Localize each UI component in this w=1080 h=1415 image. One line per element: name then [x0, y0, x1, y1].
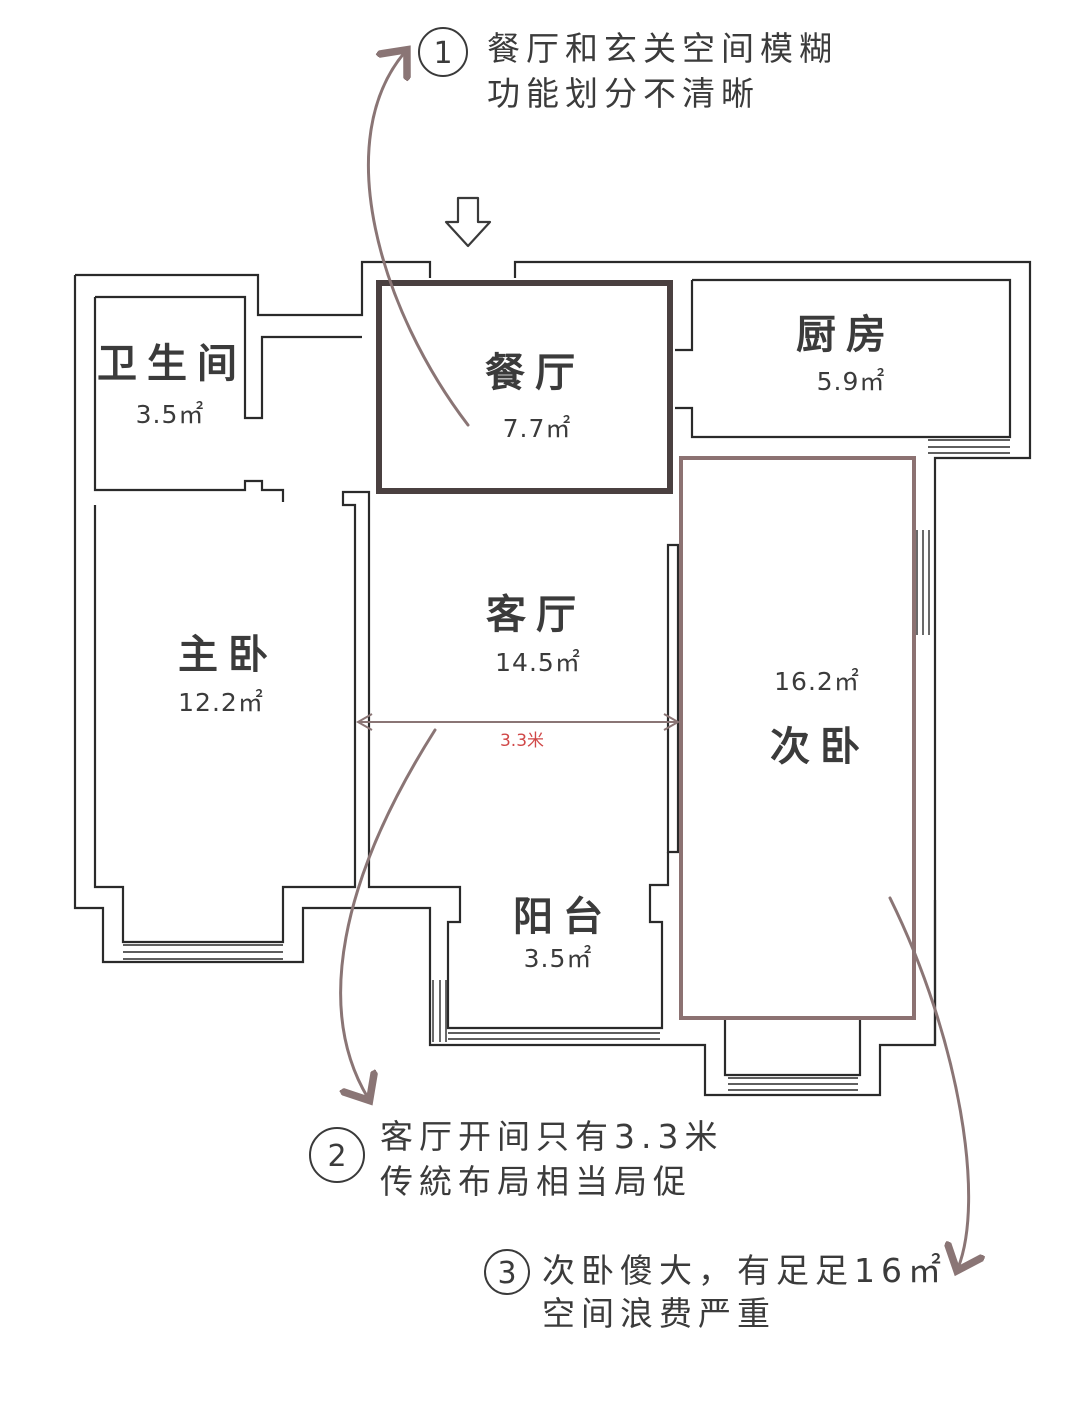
master-name: 主卧	[178, 632, 278, 678]
room-labels: 卫生间 3.5㎡ 餐厅 7.7㎡ 厨房 5.9㎡ 客厅 14.5㎡ 主卧 12.…	[97, 312, 896, 973]
living-right-wall	[666, 543, 680, 854]
kitchen-name: 厨房	[796, 312, 896, 358]
second-bay	[723, 1020, 862, 1077]
annotation-2-line1: 客厅开间只有3.3米	[380, 1117, 723, 1156]
bathroom-area: 3.5㎡	[136, 400, 205, 429]
kitchen-window	[928, 439, 1010, 454]
bathroom-name: 卫生间	[97, 341, 247, 387]
entrance-arrow-icon	[444, 196, 492, 248]
side-window	[916, 530, 930, 635]
annotation-2-line2: 传統布局相当局促	[380, 1162, 692, 1201]
walls	[73, 260, 1032, 1097]
kitchen-area: 5.9㎡	[817, 367, 886, 396]
dimension-label: 3.3米	[500, 731, 544, 751]
balcony-window	[432, 980, 660, 1042]
living-area: 14.5㎡	[495, 648, 581, 677]
dining-name: 餐厅	[485, 350, 585, 396]
dimension-line	[355, 713, 681, 731]
inner-wall-left	[93, 295, 371, 944]
annotation-3-line2: 空间浪费严重	[542, 1294, 776, 1333]
master-area: 12.2㎡	[178, 688, 264, 717]
balcony-wall	[362, 852, 937, 1097]
annotation-2-number: 2	[327, 1139, 346, 1174]
kitchen-wall	[513, 260, 1032, 520]
second-area: 16.2㎡	[774, 667, 860, 696]
annotation-arrow-1	[366, 52, 470, 427]
annotation-arrow-2	[339, 728, 437, 1098]
annotation-3-number: 3	[497, 1256, 516, 1291]
annotation-arrow-3	[888, 896, 969, 1268]
annotation-1-line2: 功能划分不清晰	[487, 74, 760, 113]
outer-wall-left	[73, 260, 432, 964]
balcony-area: 3.5㎡	[524, 944, 593, 973]
second-window	[728, 1077, 858, 1091]
annotation-circle-3	[484, 1249, 530, 1295]
annotation-3-line1: 次卧傻大，有足足16㎡	[542, 1251, 947, 1290]
second-name: 次卧	[770, 724, 870, 770]
living-name: 客厅	[486, 592, 586, 638]
annotation-circle-2	[309, 1127, 365, 1183]
balcony-name: 阳台	[513, 894, 613, 940]
second-bedroom-highlight	[679, 456, 916, 1020]
dining-area: 7.7㎡	[503, 414, 572, 443]
annotations: 1 餐厅和玄关空间模糊 功能划分不清晰 2 客厅开间只有3.3米 传統布局相当局…	[327, 29, 947, 1333]
annotation-1-number: 1	[433, 36, 452, 71]
master-window	[123, 944, 283, 960]
annotation-1-line1: 餐厅和玄关空间模糊	[487, 29, 838, 68]
dining-highlight	[376, 280, 673, 494]
annotation-circle-1	[418, 27, 468, 77]
